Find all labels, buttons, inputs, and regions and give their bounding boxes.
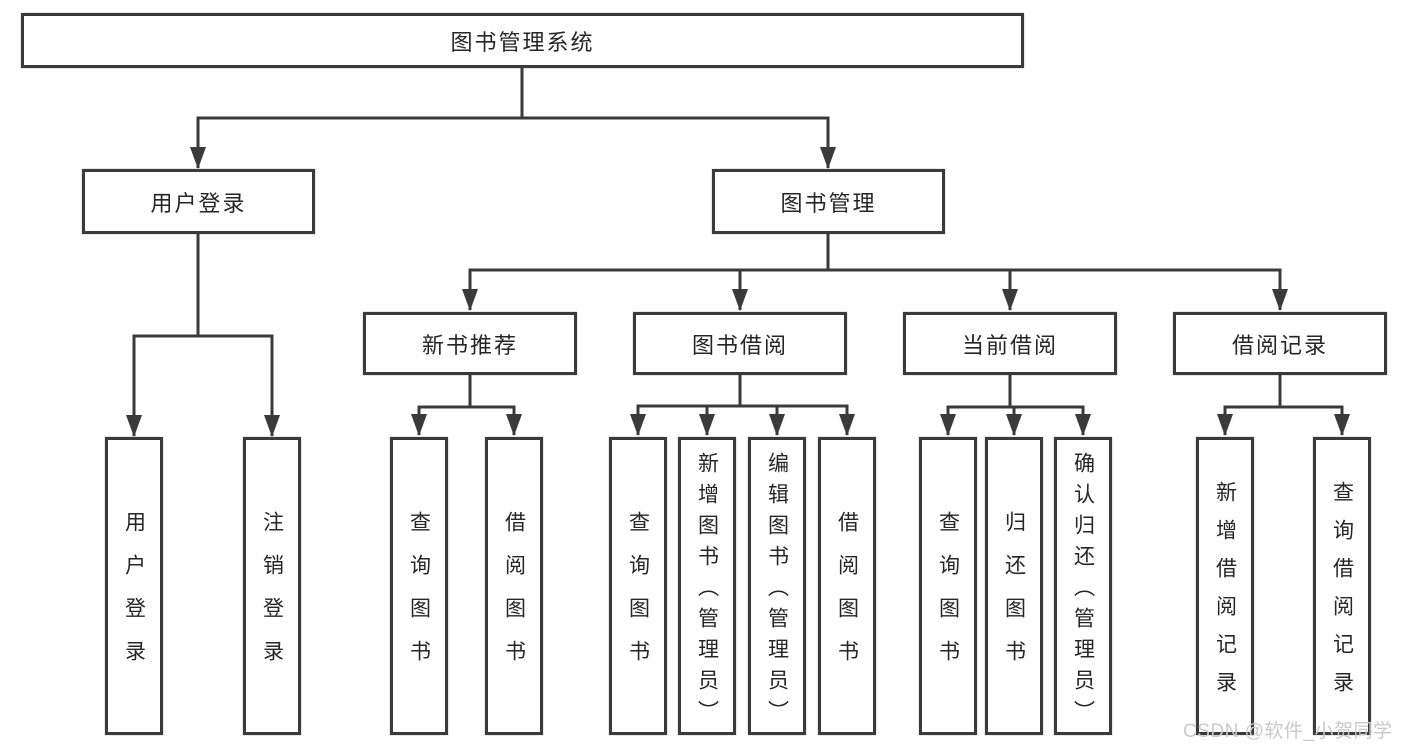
node-label: 图书管理 <box>780 190 877 216</box>
leaf-query-books-borrow: 查询图书 <box>609 437 667 735</box>
node-user-login: 用户登录 <box>82 169 315 234</box>
leaf-label: 查询图书 <box>407 511 431 683</box>
leaf-confirm-return-admin: 确认归还（管理员） <box>1054 437 1112 735</box>
leaf-edit-book-admin: 编辑图书（管理员） <box>748 437 806 735</box>
node-book-management: 图书管理 <box>712 169 945 234</box>
node-label: 当前借阅 <box>961 332 1058 358</box>
leaf-label: 确认归还（管理员） <box>1071 451 1095 731</box>
node-label: 用户登录 <box>150 190 247 216</box>
leaf-borrow-books-recommend: 借阅图书 <box>485 437 543 735</box>
leaf-label: 借阅图书 <box>835 511 859 683</box>
leaf-user-login: 用户登录 <box>105 437 163 735</box>
leaf-add-book-admin: 新增图书（管理员） <box>678 437 736 735</box>
node-label: 新书推荐 <box>421 332 518 358</box>
node-label: 借阅记录 <box>1231 332 1328 358</box>
node-borrowing-records: 借阅记录 <box>1173 312 1387 375</box>
leaf-label: 编辑图书（管理员） <box>765 451 789 731</box>
leaf-add-borrow-record: 新增借阅记录 <box>1196 437 1254 735</box>
leaf-return-book: 归还图书 <box>985 437 1043 735</box>
leaf-label: 借阅图书 <box>502 511 526 683</box>
leaf-label: 用户登录 <box>122 511 146 683</box>
leaf-label: 新增图书（管理员） <box>695 451 719 731</box>
leaf-logout: 注销登录 <box>243 437 301 735</box>
leaf-query-borrow-record: 查询借阅记录 <box>1313 437 1371 735</box>
csdn-watermark: CSDN @软件_小贺同学 <box>1183 721 1393 742</box>
node-new-book-recommend: 新书推荐 <box>363 312 577 375</box>
leaf-label: 查询图书 <box>626 511 650 683</box>
node-label: 图书借阅 <box>691 332 788 358</box>
leaf-label: 查询图书 <box>936 511 960 683</box>
node-book-borrowing: 图书借阅 <box>633 312 847 375</box>
leaf-query-books-recommend: 查询图书 <box>390 437 448 735</box>
leaf-borrow-books: 借阅图书 <box>818 437 876 735</box>
leaf-label: 归还图书 <box>1002 511 1026 683</box>
leaf-label: 新增借阅记录 <box>1213 480 1237 709</box>
leaf-label: 查询借阅记录 <box>1330 480 1354 709</box>
leaf-label: 注销登录 <box>260 511 284 683</box>
node-current-borrowing: 当前借阅 <box>903 312 1117 375</box>
node-label: 图书管理系统 <box>450 29 595 55</box>
node-library-system: 图书管理系统 <box>21 13 1024 68</box>
leaf-query-books-current: 查询图书 <box>919 437 977 735</box>
